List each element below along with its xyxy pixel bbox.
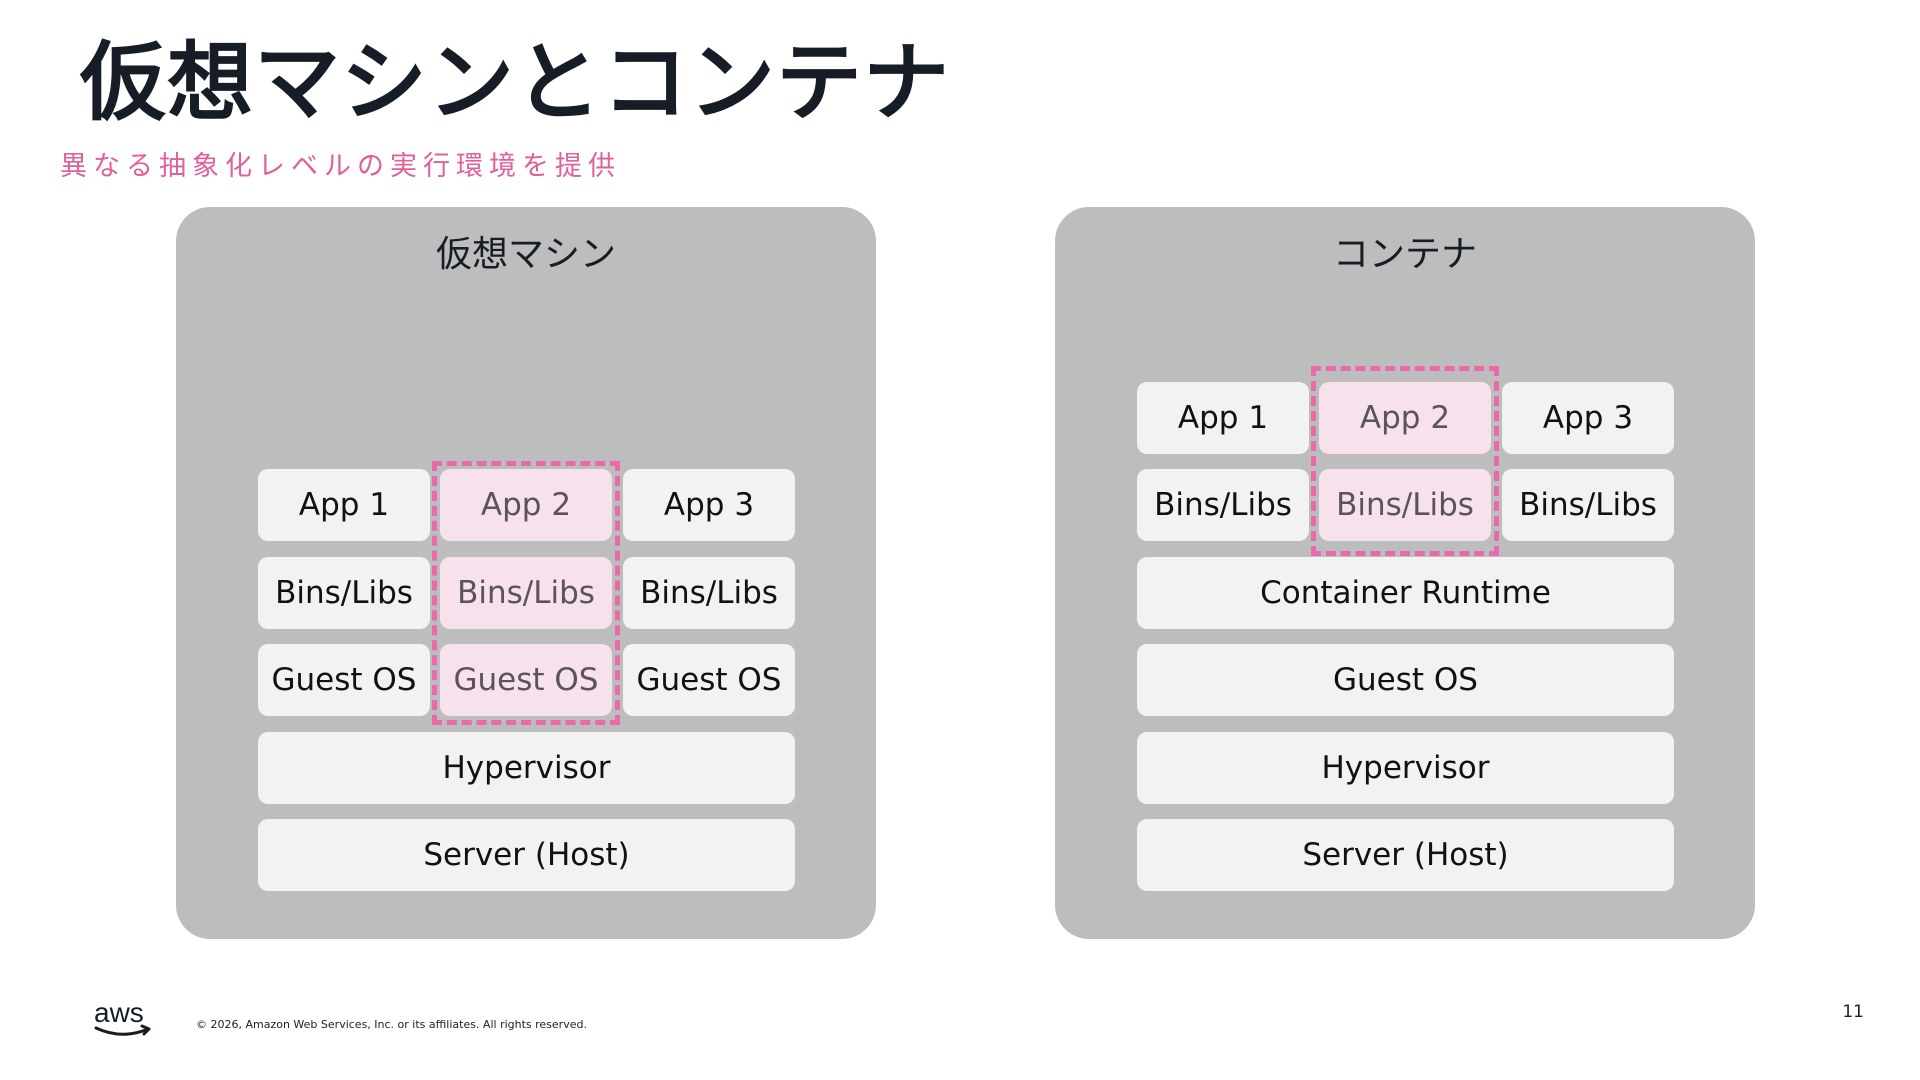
vm-guest-os-2: Guest OS — [440, 644, 612, 716]
ct-highlight-frame — [1311, 366, 1499, 556]
ct-app-3: App 3 — [1502, 382, 1674, 454]
svg-text:aws: aws — [94, 997, 144, 1028]
container-panel-title: コンテナ — [1332, 234, 1477, 275]
vm-panel-title: 仮想マシン — [435, 234, 616, 275]
vm-highlight-frame — [432, 461, 620, 725]
slide-subtitle: 異なる抽象化レベルの実行環境を提供 — [60, 151, 621, 182]
aws-logo-icon: aws — [94, 997, 151, 1036]
container-panel: コンテナ App 1 App 2 App 3 Bins/Libs Bins/Li… — [1055, 207, 1755, 939]
ct-app-1: App 1 — [1137, 382, 1309, 454]
ct-server-host: Server (Host) — [1137, 819, 1674, 891]
ct-guest-os: Guest OS — [1137, 644, 1674, 716]
ct-container-runtime: Container Runtime — [1137, 557, 1674, 629]
copyright-text: © 2026, Amazon Web Services, Inc. or its… — [196, 1018, 587, 1031]
vm-app-3: App 3 — [623, 469, 795, 541]
vm-app-1: App 1 — [258, 469, 430, 541]
ct-app-2: App 2 — [1319, 382, 1491, 454]
vm-server-host: Server (Host) — [258, 819, 795, 891]
slide-title: 仮想マシンとコンテナ — [80, 33, 950, 133]
vm-bins-2: Bins/Libs — [440, 557, 612, 629]
vm-bins-3: Bins/Libs — [623, 557, 795, 629]
ct-bins-2: Bins/Libs — [1319, 469, 1491, 541]
ct-bins-1: Bins/Libs — [1137, 469, 1309, 541]
vm-panel: 仮想マシン App 1 App 2 App 3 Bins/Libs Bins/L… — [176, 207, 876, 939]
ct-hypervisor: Hypervisor — [1137, 732, 1674, 804]
vm-guest-os-3: Guest OS — [623, 644, 795, 716]
page-number: 11 — [1842, 1002, 1864, 1022]
vm-hypervisor: Hypervisor — [258, 732, 795, 804]
vm-app-2: App 2 — [440, 469, 612, 541]
vm-guest-os-1: Guest OS — [258, 644, 430, 716]
vm-bins-1: Bins/Libs — [258, 557, 430, 629]
ct-bins-3: Bins/Libs — [1502, 469, 1674, 541]
